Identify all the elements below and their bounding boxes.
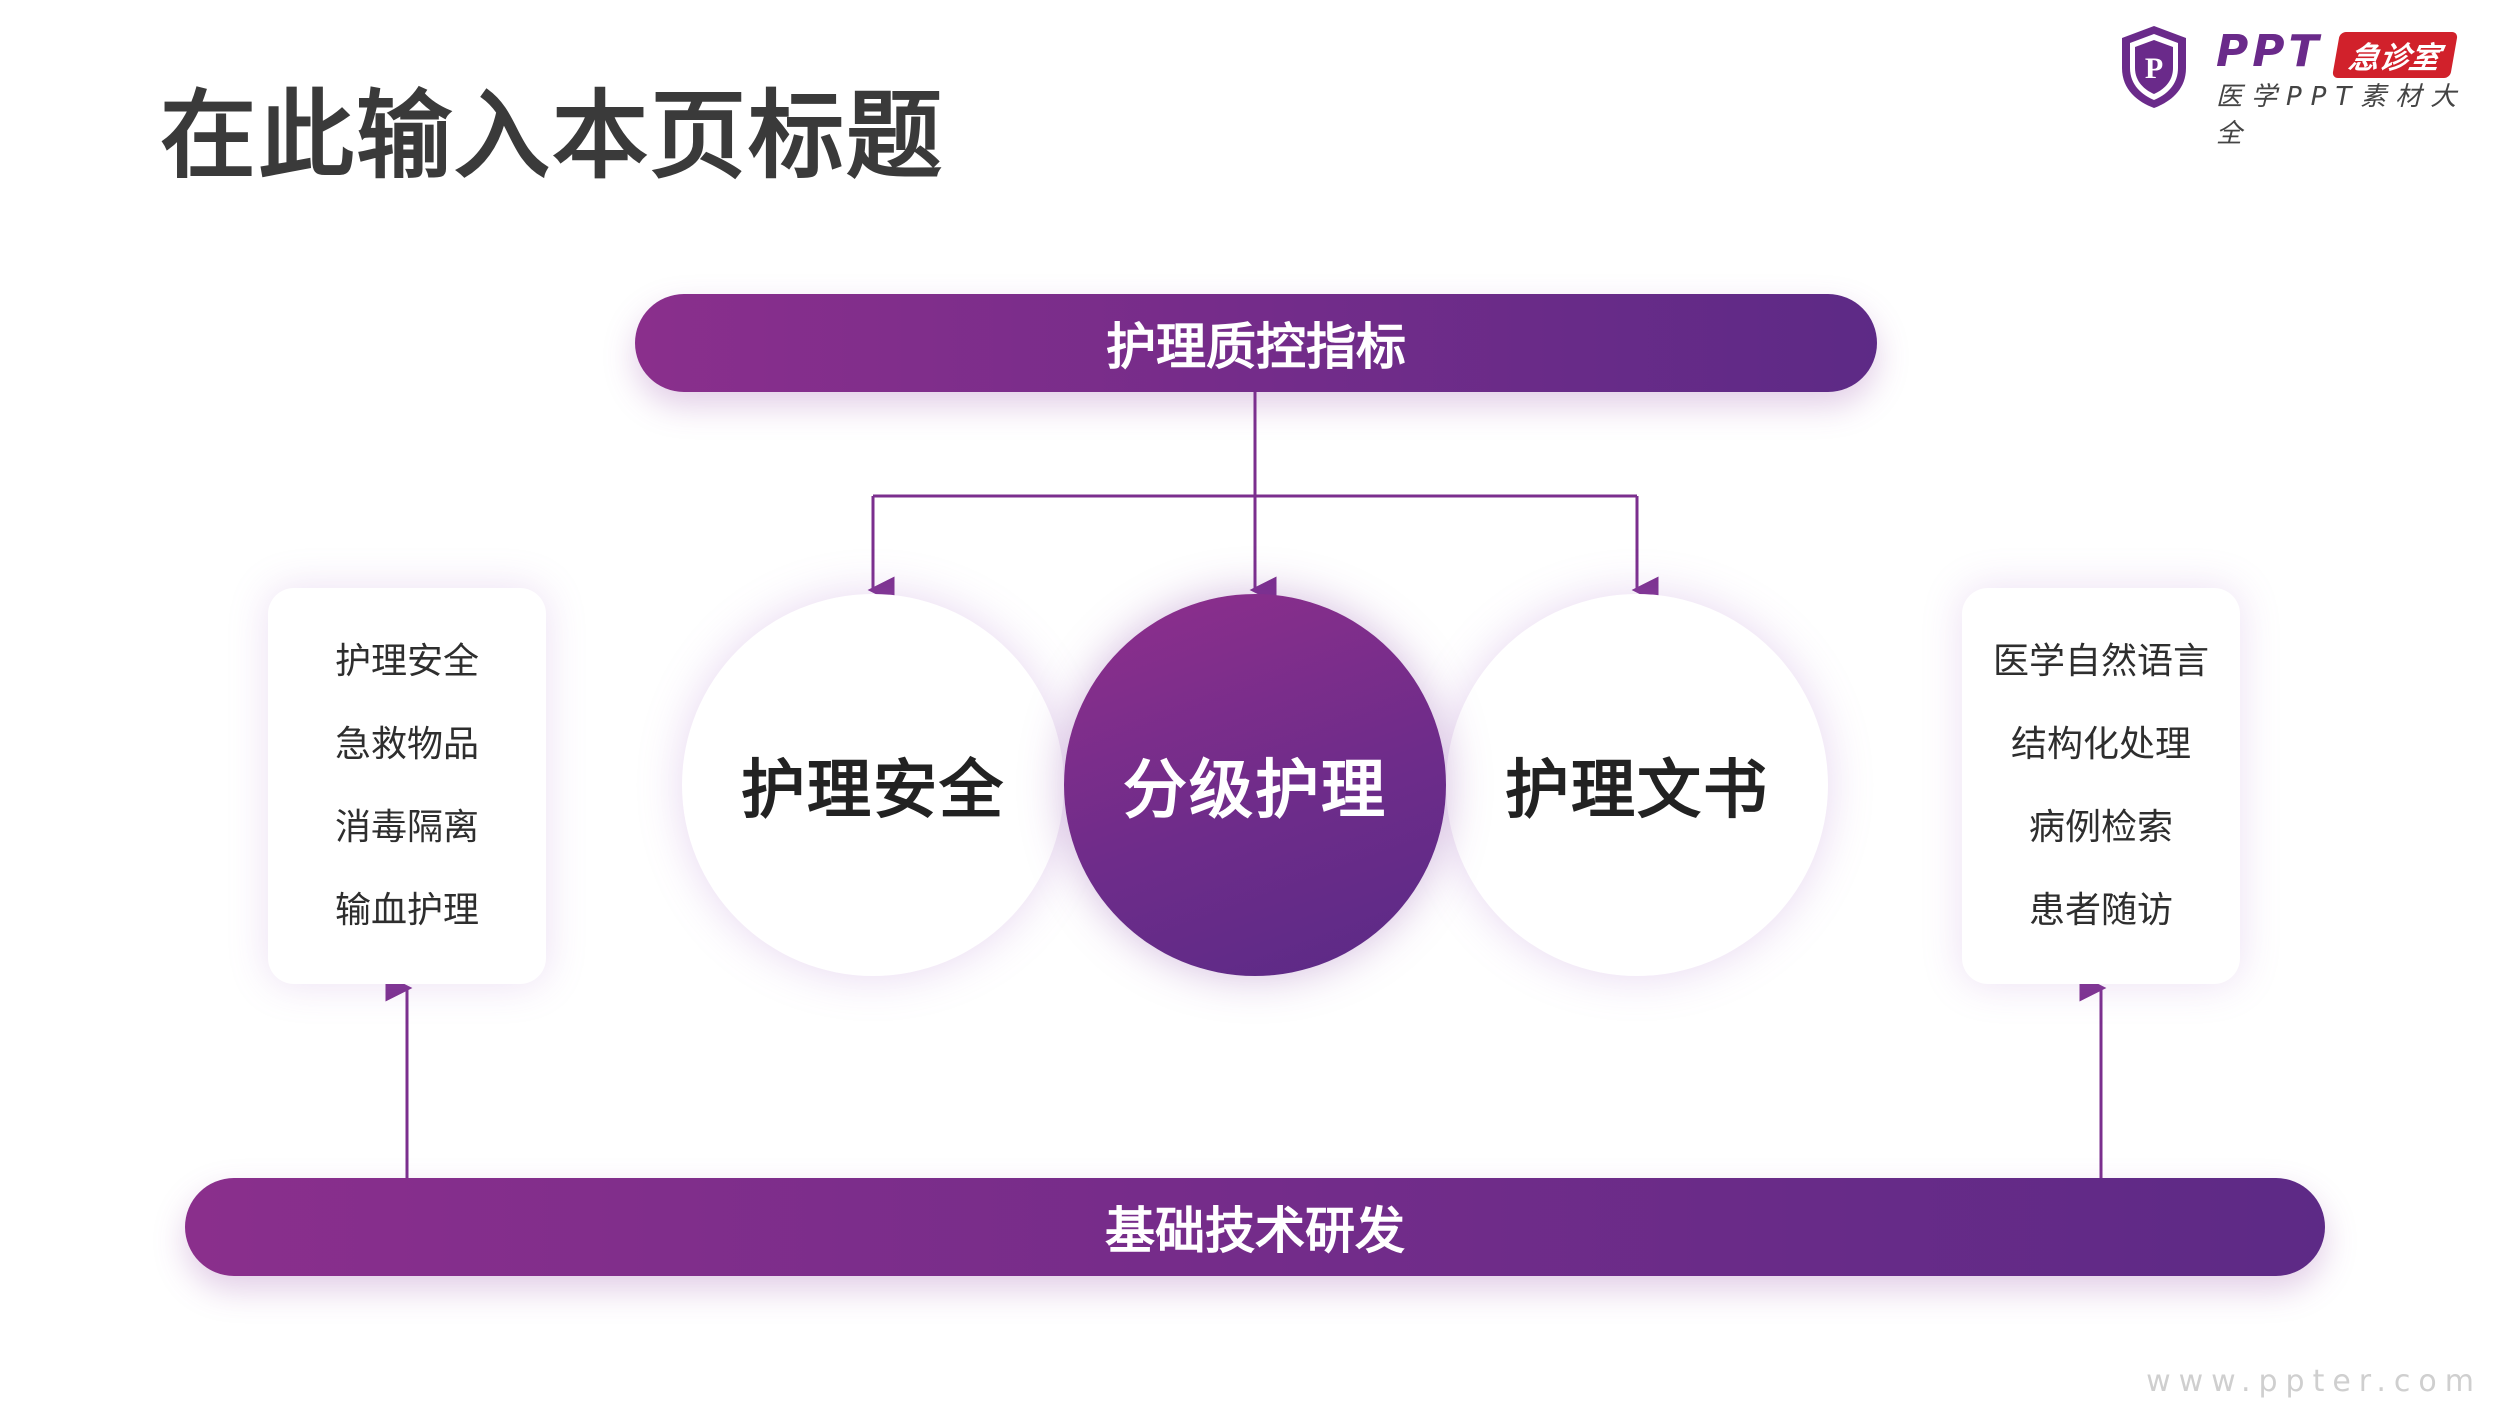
list-item: 医学自然语言 — [1992, 641, 2209, 682]
top-category-bar: 护理质控指标 — [635, 294, 1877, 392]
brand-logo: P PPT 急诊室 医学PPT素材大全 — [2118, 24, 2490, 149]
logo-brand-text: PPT — [2216, 26, 2323, 77]
right-card: 医学自然语言 结构化处理 病例检索 患者随访 — [1962, 588, 2240, 984]
list-item: 患者随访 — [2028, 890, 2173, 931]
shield-logo-icon: P — [2122, 26, 2186, 108]
watermark: www.ppter.com — [2146, 1364, 2482, 1399]
top-bar-label: 护理质控指标 — [1106, 318, 1406, 376]
list-item: 结构化处理 — [2010, 724, 2191, 765]
circle-left-label: 护理安全 — [741, 754, 1005, 828]
circle-right-label: 护理文书 — [1505, 754, 1769, 828]
bottom-bar-label: 基础技术研发 — [1105, 1202, 1405, 1260]
list-item: 护理安全 — [334, 641, 479, 682]
list-item: 消毒隔离 — [334, 807, 479, 848]
bottom-category-bar: 基础技术研发 — [185, 1178, 2325, 1276]
circle-right: 护理文书 — [1446, 594, 1828, 976]
circle-center-label: 分级护理 — [1123, 754, 1387, 828]
logo-subtitle: 医学PPT素材大全 — [2216, 82, 2466, 149]
left-card: 护理安全 急救物品 消毒隔离 输血护理 — [268, 588, 546, 984]
circle-center: 分级护理 — [1064, 594, 1446, 976]
list-item: 病例检索 — [2028, 807, 2173, 848]
page-title: 在此输入本页标题 — [160, 80, 944, 192]
list-item: 急救物品 — [334, 724, 479, 765]
logo-mark: P — [2145, 52, 2163, 85]
circle-left: 护理安全 — [682, 594, 1064, 976]
list-item: 输血护理 — [334, 890, 479, 931]
